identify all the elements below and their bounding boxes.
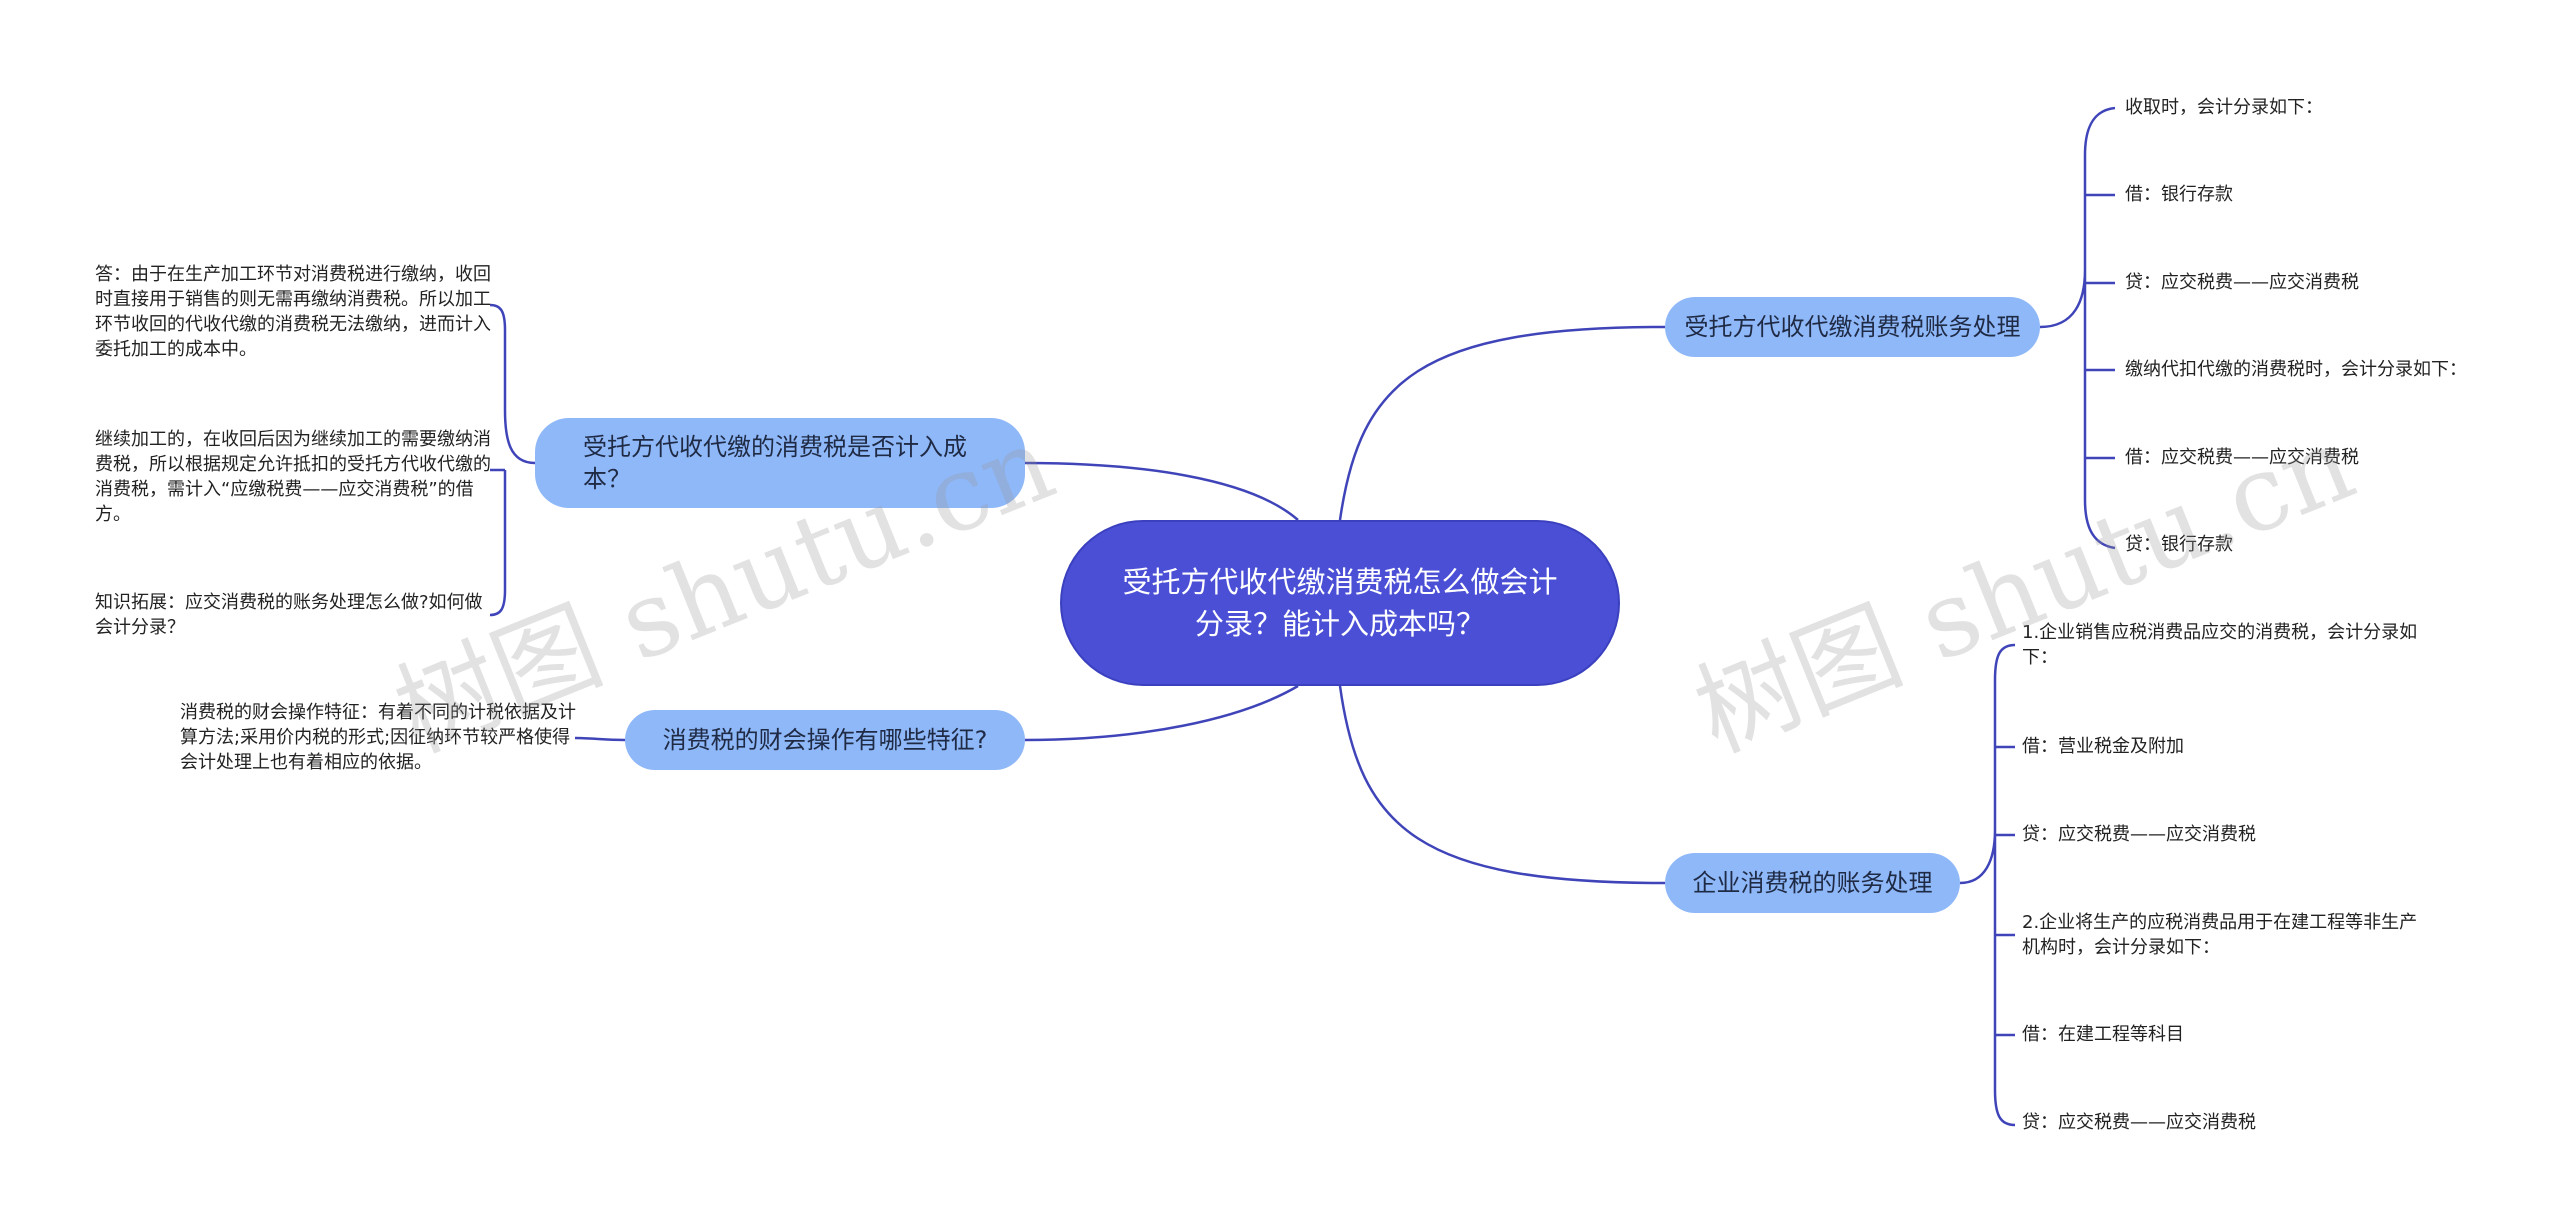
branch-cost-question[interactable]: 受托方代收代缴的消费税是否计入成本？	[535, 418, 1025, 508]
branch-features-question[interactable]: 消费税的财会操作有哪些特征?	[625, 710, 1025, 770]
bracket-b3	[489, 303, 536, 617]
root-topic-label: 受托方代收代缴消费税怎么做会计分录？能计入成本吗？	[1122, 565, 1558, 641]
leaf-b1-2: 借：银行存款	[2125, 184, 2233, 205]
leaf-b1-3: 贷：应交税费——应交消费税	[2125, 272, 2359, 293]
branch-label: 受托方代收代缴的消费税是否计入成本？	[583, 433, 967, 493]
leaf-b1-6: 贷：银行存款	[2125, 534, 2233, 555]
leaf-b2-6: 贷：应交税费——应交消费税	[2022, 1112, 2256, 1133]
leaf-b3-2: 继续加工的，在收回后因为继续加工的需要缴纳消费税，所以根据规定允许抵扣的受托方代…	[95, 429, 491, 525]
leaf-b2-2: 借：营业税金及附加	[2022, 736, 2184, 757]
branch-label: 企业消费税的账务处理	[1692, 869, 1933, 897]
connector-root-b4	[1024, 684, 1299, 742]
bracket-b2	[1959, 643, 2016, 1127]
branch-enterprise-accounting[interactable]: 企业消费税的账务处理	[1665, 853, 1960, 913]
leaf-b1-5: 借：应交税费——应交消费税	[2125, 447, 2359, 468]
leaf-b3-1: 答：由于在生产加工环节对消费税进行缴纳，收回时直接用于销售的则无需再缴纳消费税。…	[95, 264, 491, 360]
leaf-b3-3: 知识拓展：应交消费税的账务处理怎么做?如何做会计分录？	[95, 592, 483, 638]
leaf-b1-1: 收取时，会计分录如下：	[2125, 97, 2323, 118]
connector-root-b1	[1338, 325, 1666, 521]
connector-root-b3	[1024, 461, 1299, 521]
bracket-b4	[574, 736, 626, 742]
leaf-b4-1: 消费税的财会操作特征：有着不同的计税依据及计算方法;采用价内税的形式;因征纳环节…	[180, 702, 576, 773]
root-topic[interactable]: 受托方代收代缴消费税怎么做会计分录？能计入成本吗？	[1060, 520, 1620, 686]
leaf-b2-5: 借：在建工程等科目	[2022, 1024, 2184, 1045]
leaf-b2-1: 1.企业销售应税消费品应交的消费税，会计分录如下：	[2022, 622, 2418, 668]
connector-root-b2	[1338, 685, 1666, 885]
branch-label: 受托方代收代缴消费税账务处理	[1684, 313, 2021, 341]
leaf-b2-4: 2.企业将生产的应税消费品用于在建工程等非生产机构时，会计分录如下：	[2022, 912, 2418, 958]
branch-receiver-accounting[interactable]: 受托方代收代缴消费税账务处理	[1665, 297, 2040, 357]
leaf-b2-3: 贷：应交税费——应交消费税	[2022, 824, 2256, 845]
bracket-b1	[2039, 106, 2116, 550]
branch-label: 消费税的财会操作有哪些特征?	[662, 726, 988, 754]
leaf-b1-4: 缴纳代扣代缴的消费税时，会计分录如下：	[2125, 359, 2467, 380]
